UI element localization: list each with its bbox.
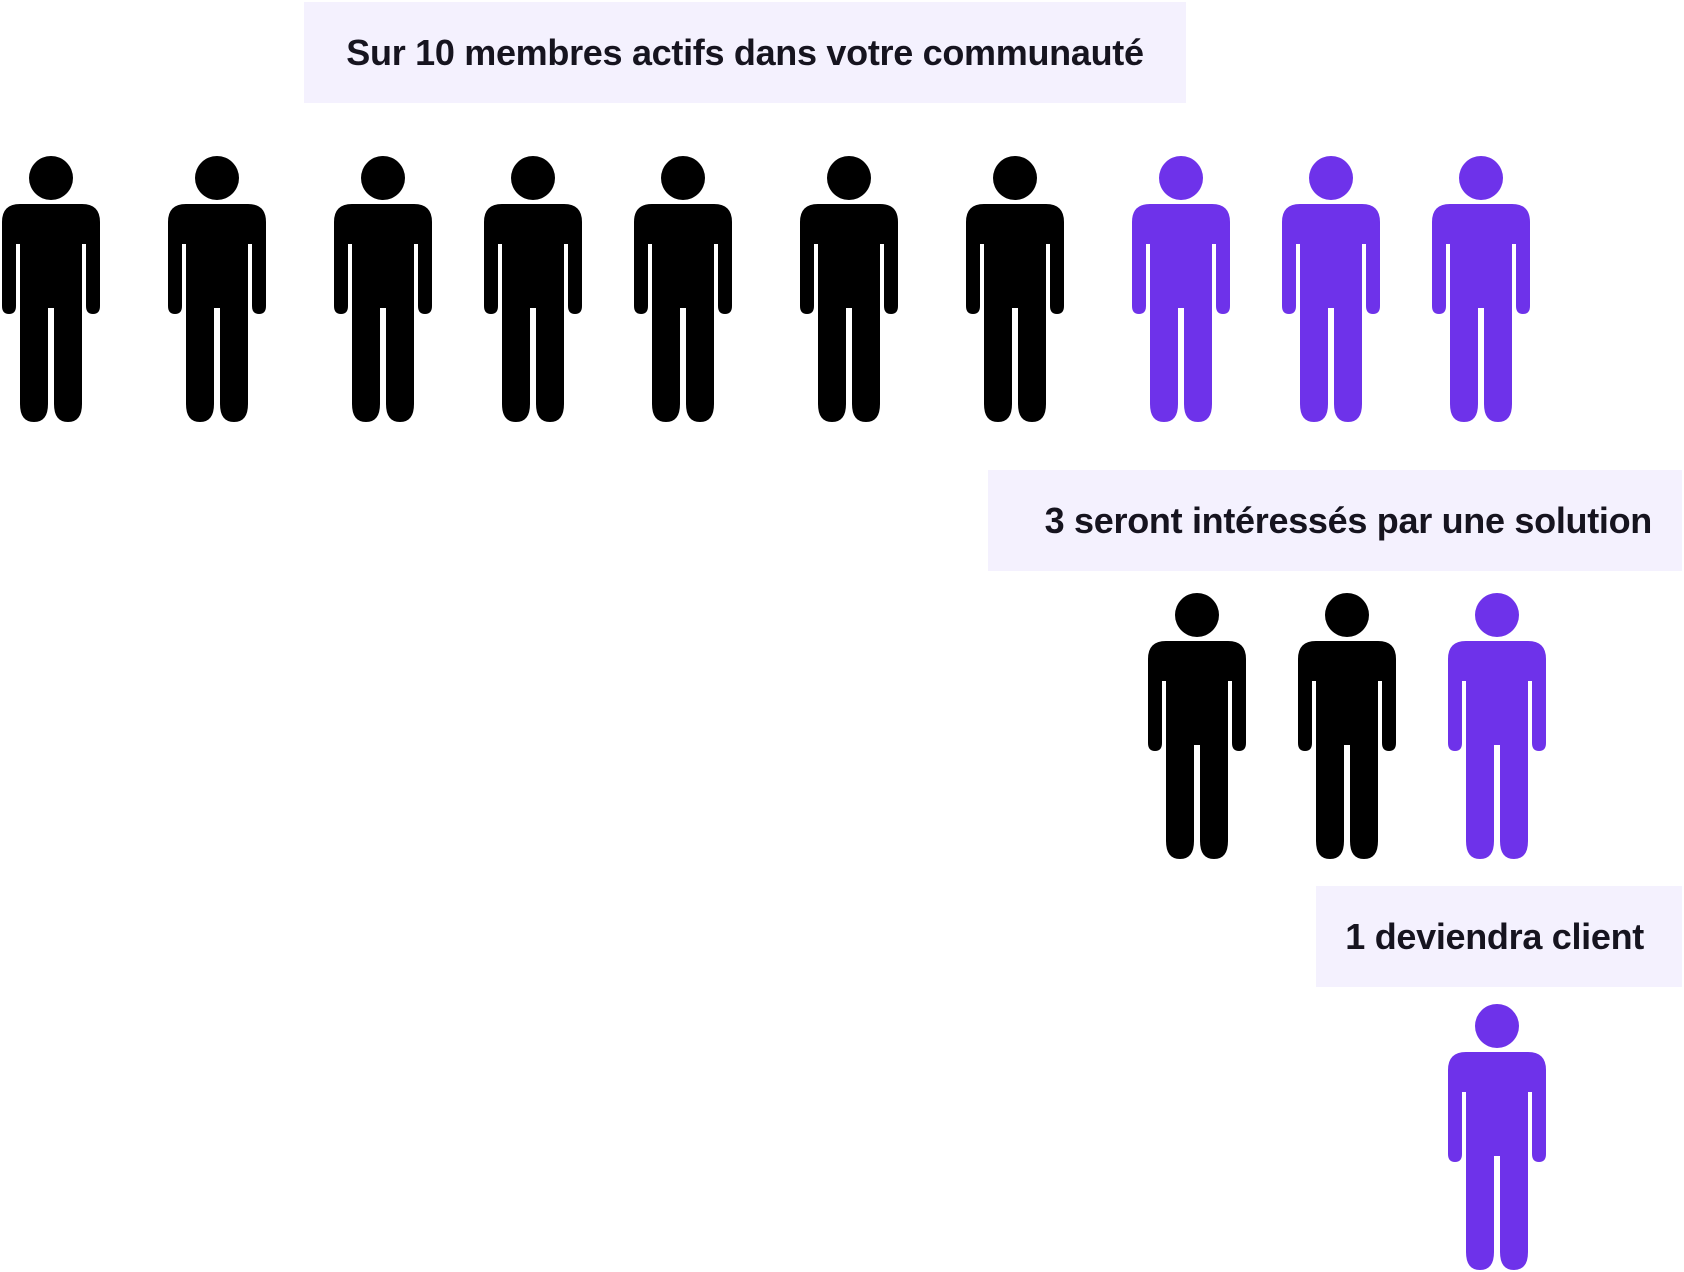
person-icon xyxy=(484,156,582,422)
label-interested-text: 3 seront intéressés par une solution xyxy=(1044,499,1653,541)
person-icon xyxy=(1448,1004,1546,1270)
label-total: Sur 10 membres actifs dans votre communa… xyxy=(304,2,1186,103)
person-icon xyxy=(168,156,266,422)
person-icon xyxy=(1148,593,1246,859)
person-icon xyxy=(800,156,898,422)
person-icon xyxy=(1132,156,1230,422)
label-total-text: Sur 10 membres actifs dans votre communa… xyxy=(346,31,1144,73)
person-icon xyxy=(1448,593,1546,859)
label-client: 1 deviendra client xyxy=(1316,886,1682,987)
person-icon xyxy=(634,156,732,422)
person-icon xyxy=(2,156,100,422)
label-client-text: 1 deviendra client xyxy=(1345,915,1644,957)
person-icon xyxy=(334,156,432,422)
person-icon xyxy=(1432,156,1530,422)
person-icon xyxy=(1298,593,1396,859)
label-interested: 3 seront intéressés par une solution xyxy=(988,470,1682,571)
person-icon xyxy=(966,156,1064,422)
person-icon xyxy=(1282,156,1380,422)
